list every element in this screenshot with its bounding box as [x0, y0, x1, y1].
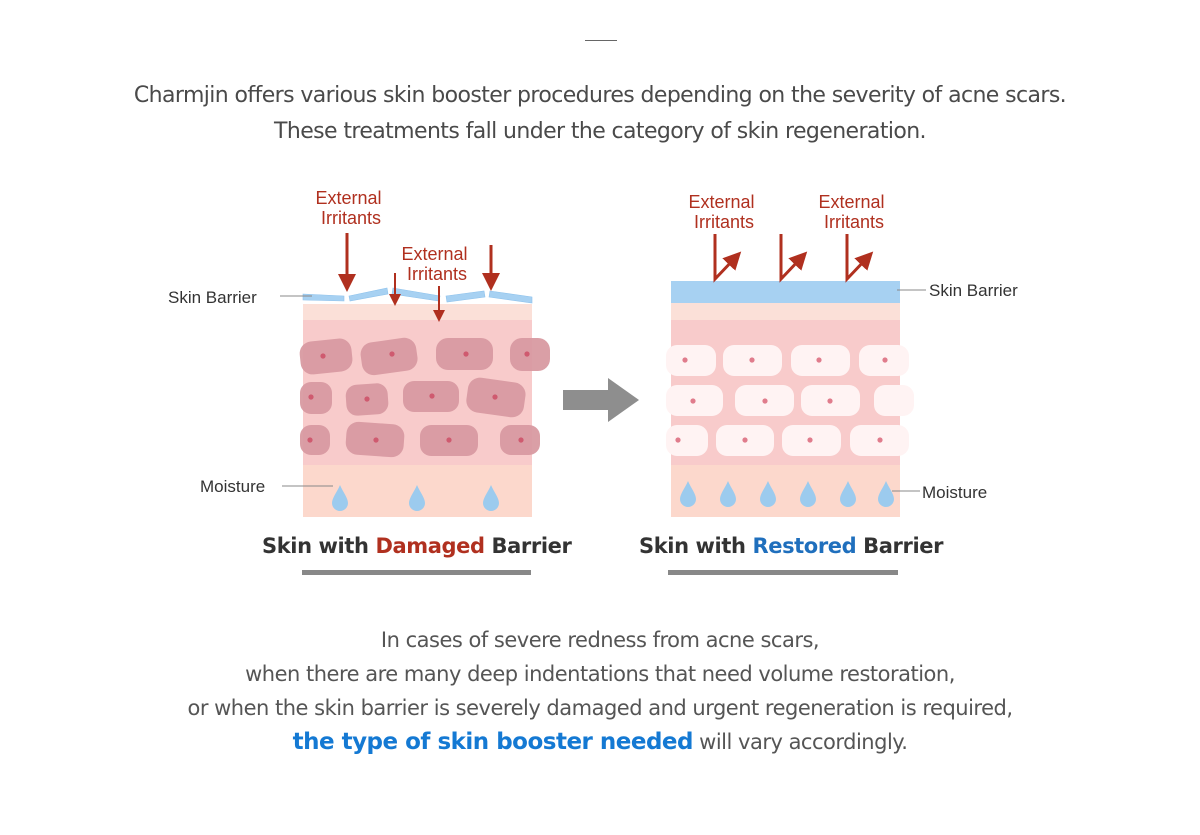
outro-line-4-rest: will vary accordingly.: [693, 730, 908, 754]
restored-caption-highlight: Restored: [752, 534, 857, 558]
intro-text: Charmjin offers various skin booster pro…: [0, 78, 1200, 150]
damaged-caption: Skin with Damaged Barrier: [262, 534, 572, 558]
irritant-arrows-deflected: [713, 234, 874, 283]
restored-skin-barrier-label: Skin Barrier: [929, 281, 1018, 300]
outro-line-4: the type of skin booster needed will var…: [0, 725, 1200, 759]
damaged-moisture-label: Moisture: [200, 477, 265, 496]
damaged-skin-barrier-label: Skin Barrier: [168, 288, 257, 307]
restored-barrier: [671, 281, 900, 303]
restored-caption: Skin with Restored Barrier: [639, 534, 943, 558]
damaged-skin-cells: [299, 337, 550, 458]
restored-skin-cells: [666, 345, 914, 456]
damaged-caption-highlight: Damaged: [375, 534, 485, 558]
damaged-caption-suffix: Barrier: [484, 534, 572, 558]
outro-line-1: In cases of severe redness from acne sca…: [380, 628, 820, 652]
outro-line-3: or when the skin barrier is severely dam…: [187, 696, 1013, 720]
restored-skin-panel: External Irritants External Irritants Sk…: [666, 192, 1018, 575]
damaged-irritant-label-2: External Irritants: [401, 244, 472, 284]
damaged-underline: [302, 570, 531, 575]
restored-irritant-label-2: External Irritants: [818, 192, 889, 232]
irritant-arrows-penetrating: [338, 233, 500, 322]
outro-line-2: when there are many deep indentations th…: [245, 662, 955, 686]
top-divider: [585, 40, 617, 41]
restored-moisture-label: Moisture: [922, 483, 987, 502]
restored-irritant-label-1: External Irritants: [688, 192, 759, 232]
restored-underline: [668, 570, 898, 575]
restored-caption-prefix: Skin with: [639, 534, 753, 558]
outro-text: In cases of severe redness from acne sca…: [0, 623, 1200, 759]
transition-arrow-icon: [563, 378, 639, 422]
outro-emphasis: the type of skin booster needed: [292, 729, 694, 755]
damaged-irritant-label-1: External Irritants: [315, 188, 386, 228]
intro-line-1: Charmjin offers various skin booster pro…: [133, 83, 1067, 108]
damaged-caption-prefix: Skin with: [262, 534, 376, 558]
intro-line-2: These treatments fall under the category…: [274, 119, 927, 144]
restored-caption-suffix: Barrier: [856, 534, 944, 558]
damaged-skin-panel: External Irritants External Irritants Sk…: [168, 188, 550, 575]
damaged-barrier-pieces: [302, 287, 533, 304]
